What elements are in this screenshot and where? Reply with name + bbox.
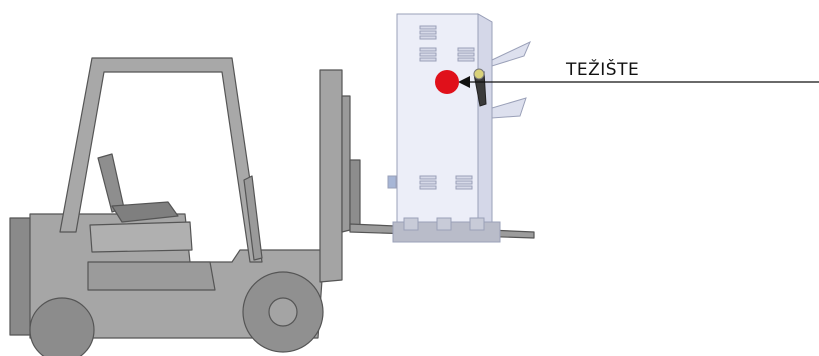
forklift-front-hub xyxy=(268,297,298,327)
center-of-gravity-dot xyxy=(435,70,459,94)
forklift-hood xyxy=(89,221,193,253)
vents-top xyxy=(419,25,475,62)
forklift-seat-back xyxy=(97,153,125,213)
cabinet-foot xyxy=(436,217,452,231)
forklift-carriage xyxy=(349,159,361,229)
forklift-body-band xyxy=(87,261,216,291)
cabinet-lock-icon xyxy=(473,68,485,80)
forklift xyxy=(9,57,535,356)
cabinet-side xyxy=(477,13,493,223)
forklift-overhead-guard xyxy=(59,57,263,263)
forklift-rear-tire xyxy=(29,297,95,356)
load-cabinet xyxy=(387,13,531,243)
vents-bottom xyxy=(419,175,473,190)
output-tray-lower xyxy=(491,97,527,119)
center-of-gravity-label: TEŽIŠTE xyxy=(566,60,640,80)
forklift-mast xyxy=(319,69,343,283)
forklift-steering xyxy=(243,175,263,261)
output-tray-upper xyxy=(491,40,531,67)
callout-arrowhead xyxy=(458,76,470,88)
cabinet-foot xyxy=(469,217,485,231)
cabinet-foot xyxy=(403,217,419,231)
cabinet-connector xyxy=(387,175,397,189)
forklift-mast-inner xyxy=(341,95,351,233)
forklift-seat xyxy=(111,201,179,223)
